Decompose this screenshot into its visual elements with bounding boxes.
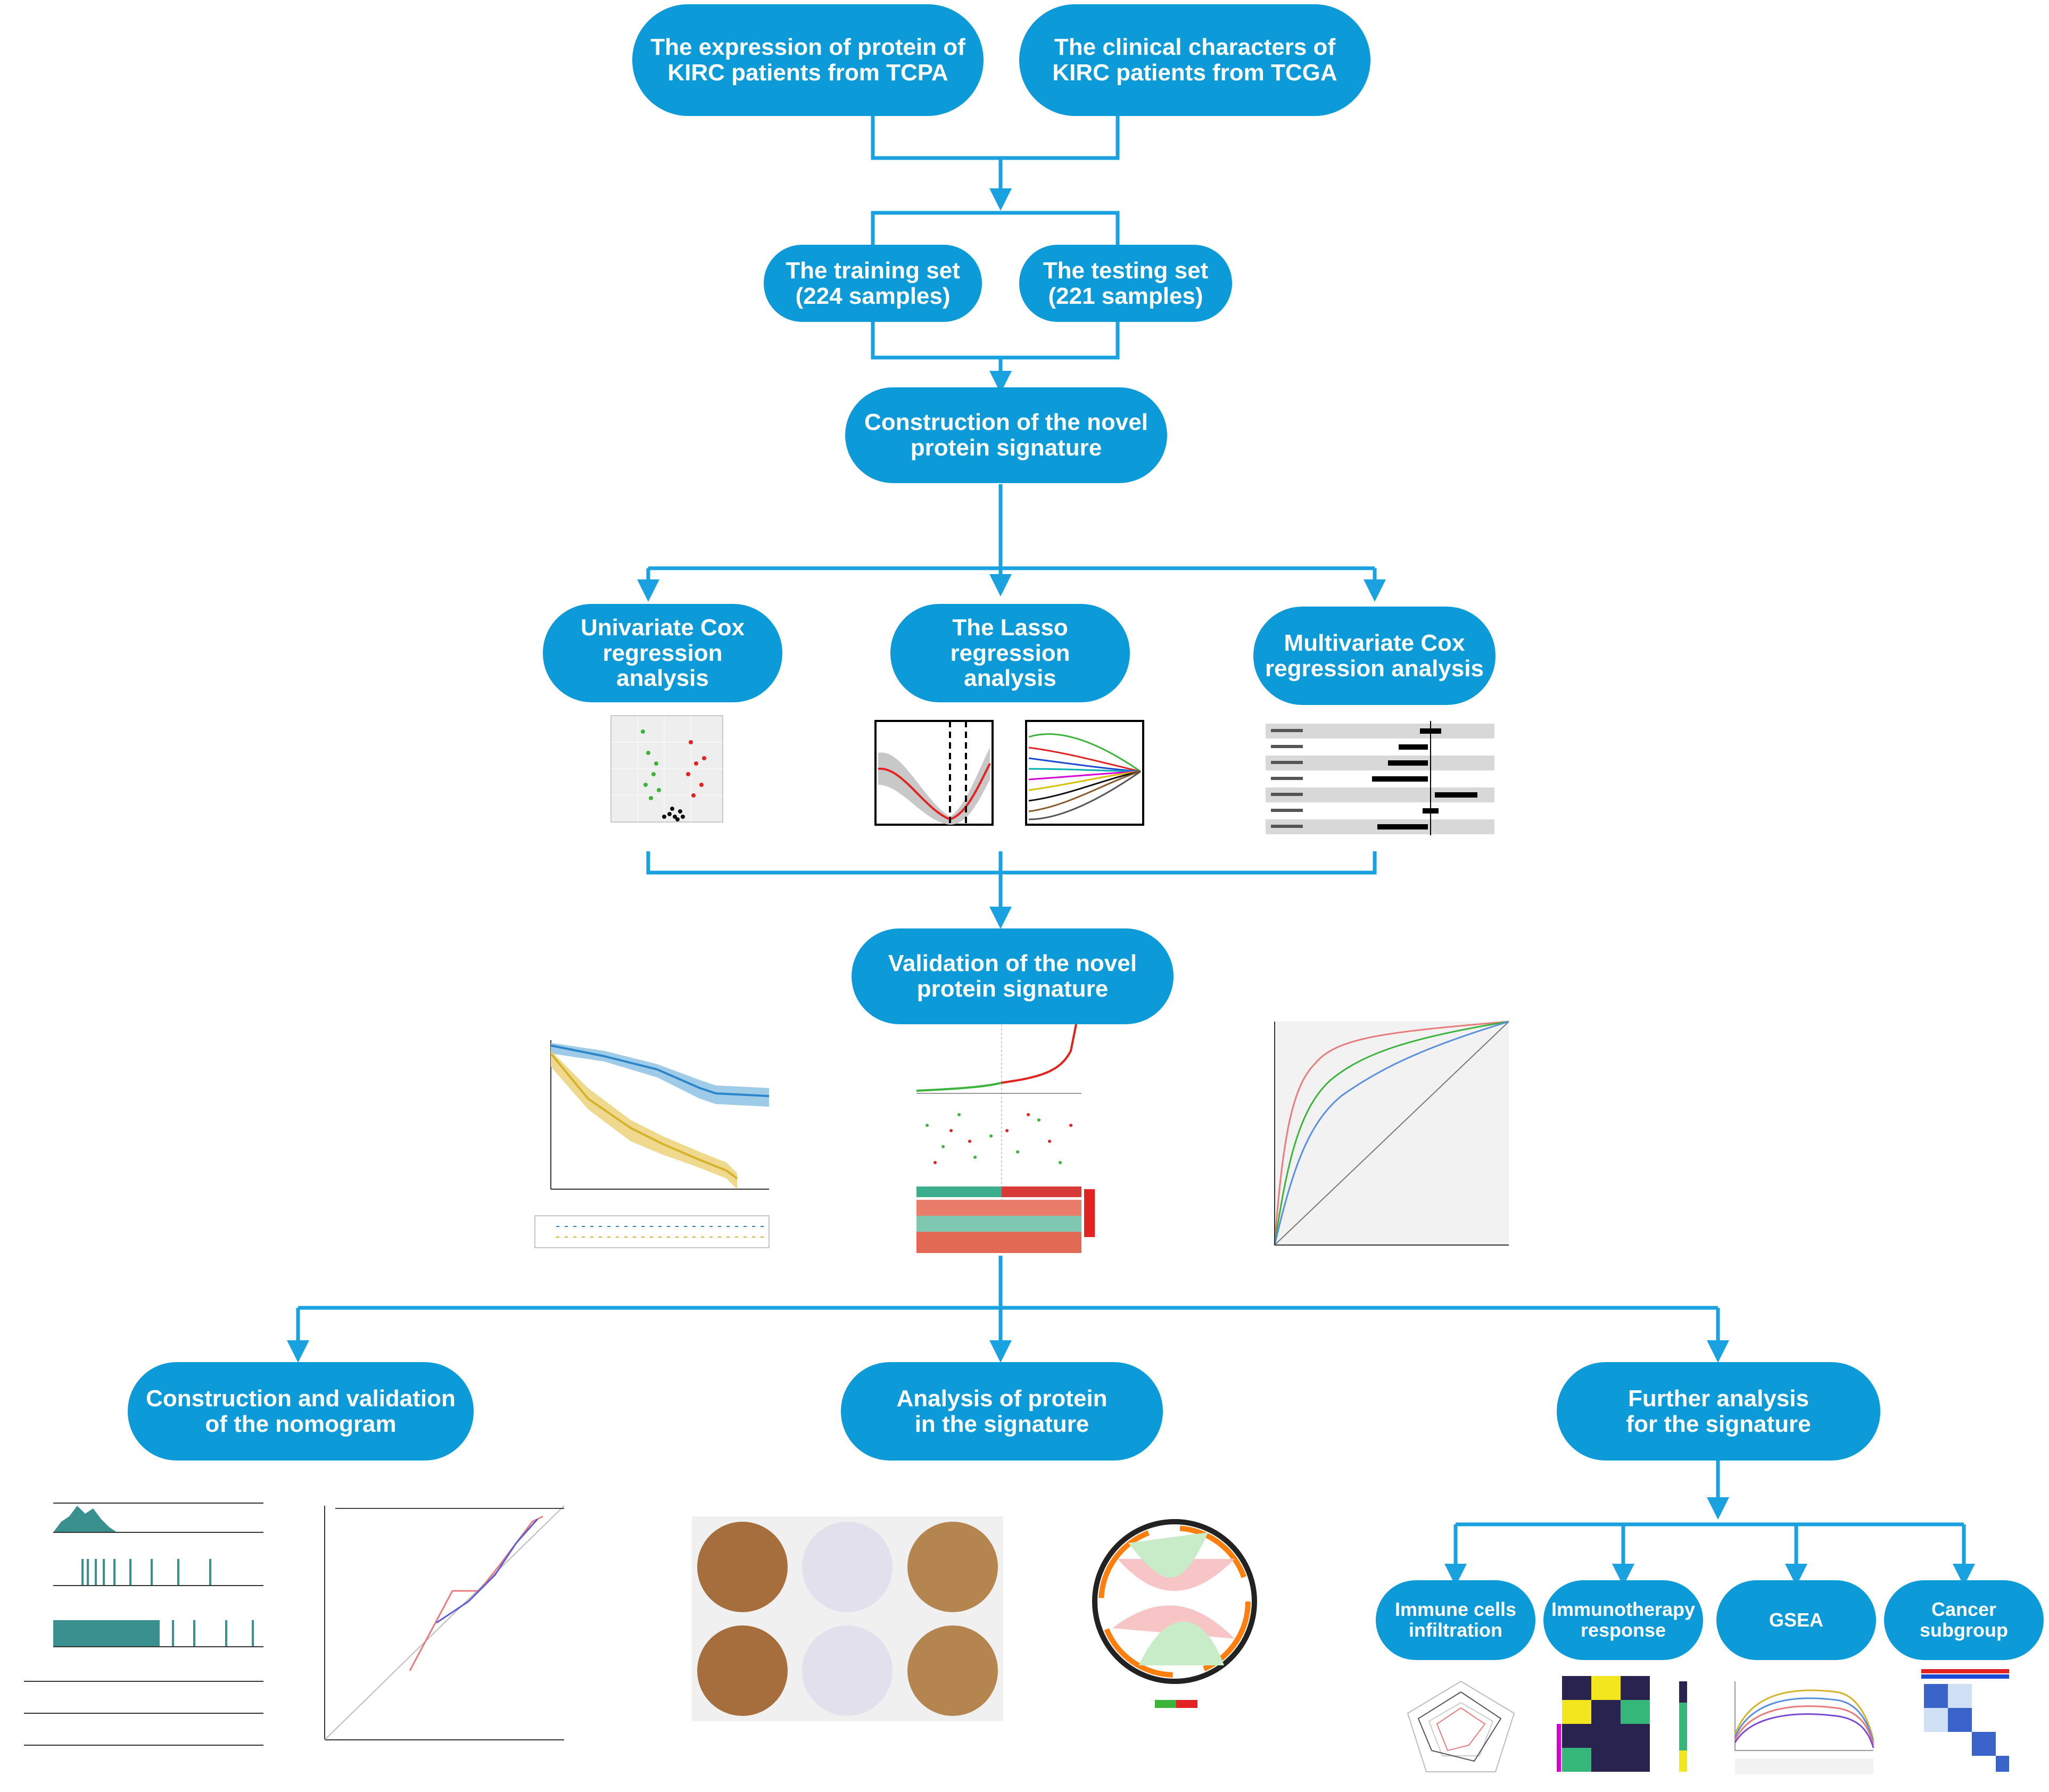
kaplan-meier-curve	[524, 1014, 774, 1258]
node-testing-set: The testing set (221 samples)	[1019, 245, 1232, 322]
node-immune-infiltration: Immune cells infiltration	[1376, 1580, 1535, 1660]
node-gsea: GSEA	[1716, 1580, 1876, 1660]
node-training-set: The training set (224 samples)	[764, 245, 982, 322]
node-tcpa: The expression of protein of KIRC patien…	[632, 4, 984, 116]
ihc-images	[692, 1516, 1003, 1721]
node-immunotherapy: Immunotherapy response	[1543, 1580, 1703, 1660]
node-construction: Construction of the novel protein signat…	[845, 387, 1167, 483]
calibration-plot	[298, 1495, 569, 1766]
forest-plot	[1266, 710, 1494, 838]
nomogram-plot	[3, 1490, 274, 1766]
node-multivariate-cox: Multivariate Cox regression analysis	[1253, 607, 1496, 705]
node-further-analysis: Further analysis for the signature	[1557, 1362, 1880, 1461]
consensus-matrix	[1916, 1663, 2014, 1780]
node-lasso: The Lasso regression analysis	[890, 604, 1130, 702]
roc-curve	[1251, 1016, 1511, 1261]
node-univariate-cox: Univariate Cox regression analysis	[543, 604, 782, 702]
radar-chart	[1394, 1676, 1527, 1782]
node-nomogram: Construction and validation of the nomog…	[128, 1362, 474, 1461]
heatmap	[1557, 1676, 1700, 1788]
node-cancer-subgroup: Cancer subgroup	[1884, 1580, 2044, 1660]
gsea-enrichment-plot	[1730, 1671, 1879, 1782]
lasso-coefficient-path	[1021, 716, 1149, 830]
volcano-plot	[595, 710, 728, 838]
risk-score-plot	[911, 1024, 1129, 1258]
node-validation: Validation of the novel protein signatur…	[852, 928, 1174, 1024]
lasso-cv-curve	[865, 716, 998, 830]
node-protein-analysis: Analysis of protein in the signature	[841, 1362, 1163, 1461]
circos-plot	[1075, 1500, 1275, 1719]
node-tcga: The clinical characters of KIRC patients…	[1019, 4, 1370, 116]
